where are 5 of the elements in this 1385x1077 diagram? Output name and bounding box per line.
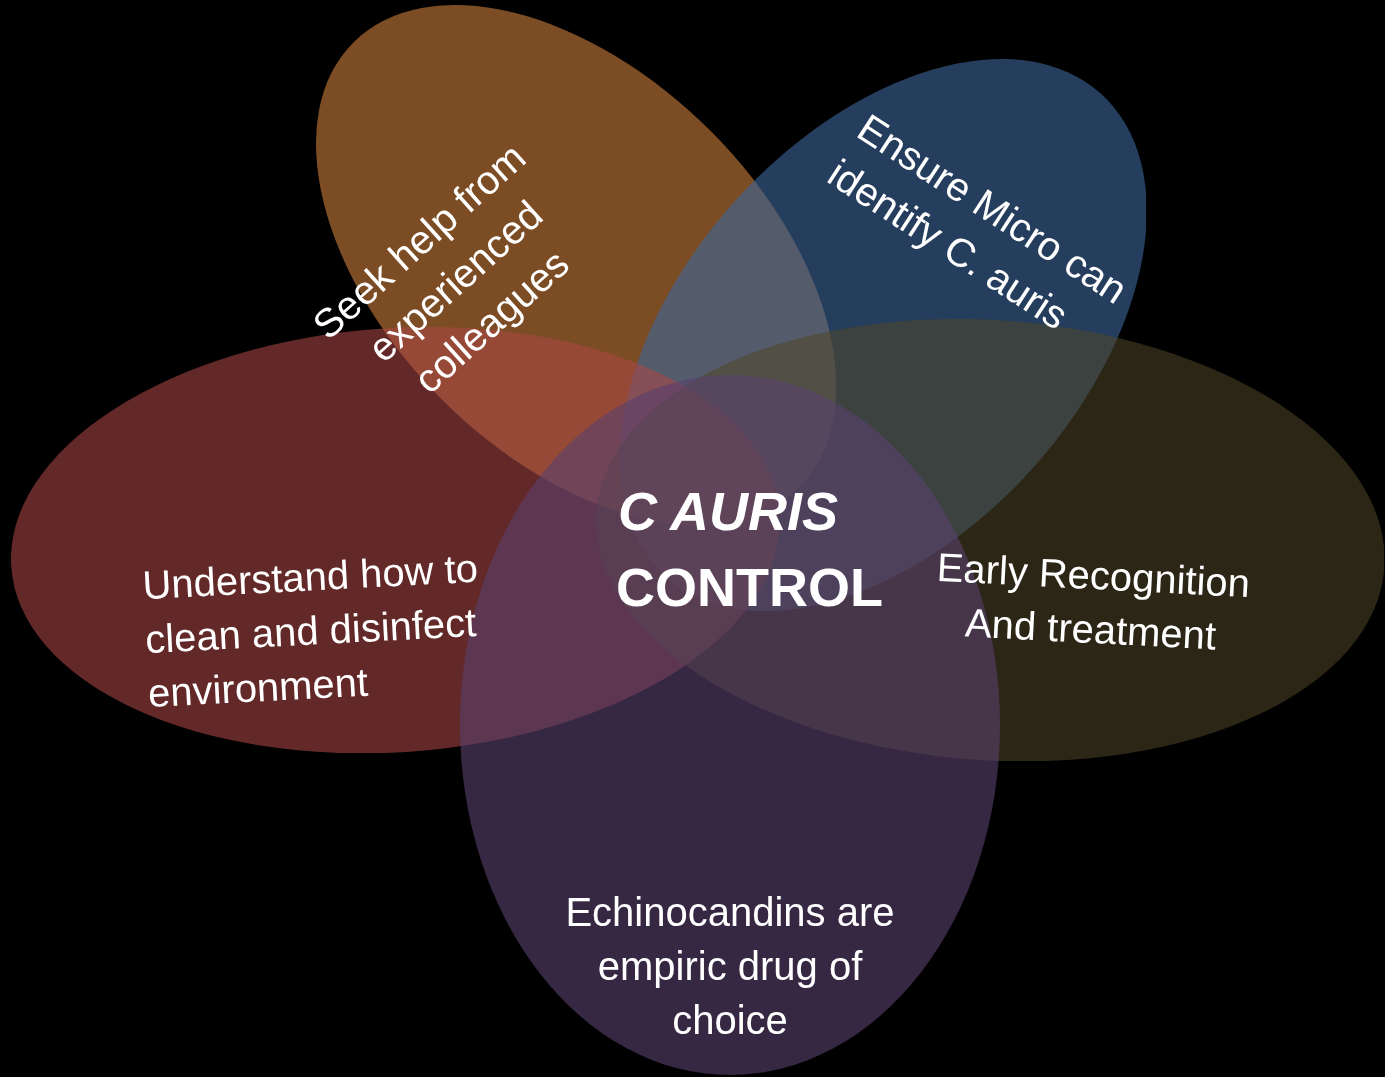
center-title: C AURIS bbox=[618, 480, 838, 542]
ellipse-text: Early Recognition And treatment bbox=[934, 543, 1253, 660]
center-title: CONTROL bbox=[616, 556, 883, 618]
ellipse-text: Understand how to clean and disinfect environment bbox=[141, 544, 480, 718]
ellipse-text: Echinocandins are empiric drug of choice bbox=[564, 889, 896, 1044]
